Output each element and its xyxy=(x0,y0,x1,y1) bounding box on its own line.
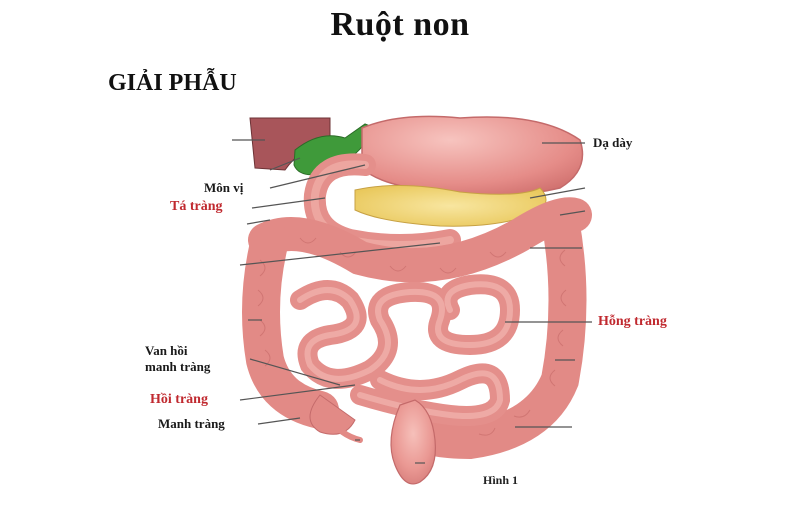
label-jejunum: Hỗng tràng xyxy=(598,314,667,329)
descending-colon-shape xyxy=(396,201,587,460)
section-heading: GIẢI PHẪU xyxy=(108,70,237,96)
figure-caption: Hình 1 xyxy=(483,473,519,487)
label-duodenum: Tá tràng xyxy=(170,199,223,214)
label-cecum: Manh tràng xyxy=(158,416,225,431)
page-title: Ruột non xyxy=(330,6,470,43)
stomach-shape xyxy=(361,115,584,196)
ascending-colon-shape xyxy=(242,221,339,429)
pancreas-shape xyxy=(354,184,547,227)
label-stomach: Dạ dày xyxy=(593,135,633,150)
leader-lines xyxy=(232,139,592,464)
cecum-shape xyxy=(309,394,356,435)
label-ileum: Hồi tràng xyxy=(150,392,208,407)
label-ileocecal-valve-line2: manh tràng xyxy=(145,359,211,374)
appendix-shape xyxy=(327,415,363,443)
label-ileocecal-valve-line1: Van hồi xyxy=(145,343,188,358)
label-pylorus: Môn vị xyxy=(204,180,244,195)
